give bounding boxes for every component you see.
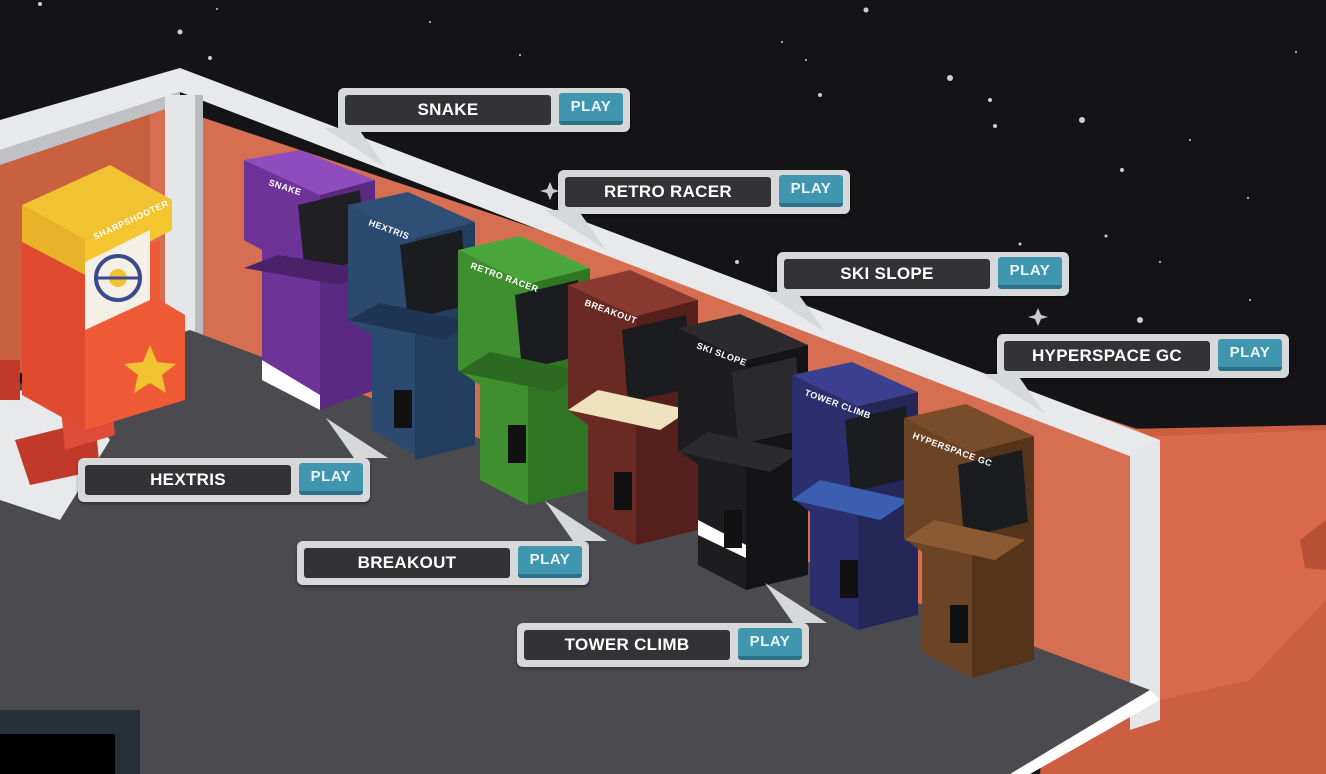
play-button-hyperspace-gc[interactable]: PLAY — [1218, 339, 1282, 371]
callout-snake: SNAKE PLAY — [323, 88, 630, 168]
game-title-tower-climb: TOWER CLIMB — [524, 630, 730, 660]
callout-retro-racer: RETRO RACER PLAY — [543, 170, 850, 250]
play-button-ski-slope[interactable]: PLAY — [998, 257, 1062, 289]
game-title-retro-racer: RETRO RACER — [565, 177, 771, 207]
cabinet-hyperspace-gc: HYPERSPACE GC — [904, 404, 1034, 678]
play-button-retro-racer[interactable]: PLAY — [779, 175, 843, 207]
sparkle-stars — [540, 182, 1048, 326]
cabinet-hextris: HEXTRIS — [348, 192, 475, 460]
sharpshooter-cabinet: SHARPSHOOTER — [22, 165, 185, 430]
callout-hextris: HEXTRIS PLAY — [78, 418, 389, 502]
play-button-tower-climb[interactable]: PLAY — [738, 628, 802, 660]
callout-tower-climb: TOWER CLIMB PLAY — [517, 583, 828, 667]
play-button-hextris[interactable]: PLAY — [299, 463, 363, 495]
game-title-hextris: HEXTRIS — [85, 465, 291, 495]
callout-ski-slope: SKI SLOPE PLAY — [762, 252, 1069, 332]
game-title-snake: SNAKE — [345, 95, 551, 125]
game-title-breakout: BREAKOUT — [304, 548, 510, 578]
play-button-breakout[interactable]: PLAY — [518, 546, 582, 578]
play-button-snake[interactable]: PLAY — [559, 93, 623, 125]
cabinet-retro-racer: RETRO RACER — [458, 236, 590, 505]
stars — [38, 2, 1297, 323]
callout-breakout: BREAKOUT PLAY — [297, 501, 608, 585]
game-title-ski-slope: SKI SLOPE — [784, 259, 990, 289]
callout-hyperspace-gc: HYPERSPACE GC PLAY — [982, 334, 1289, 414]
cabinet-tower-climb: TOWER CLIMB — [792, 362, 918, 630]
game-title-hyperspace-gc: HYPERSPACE GC — [1004, 341, 1210, 371]
